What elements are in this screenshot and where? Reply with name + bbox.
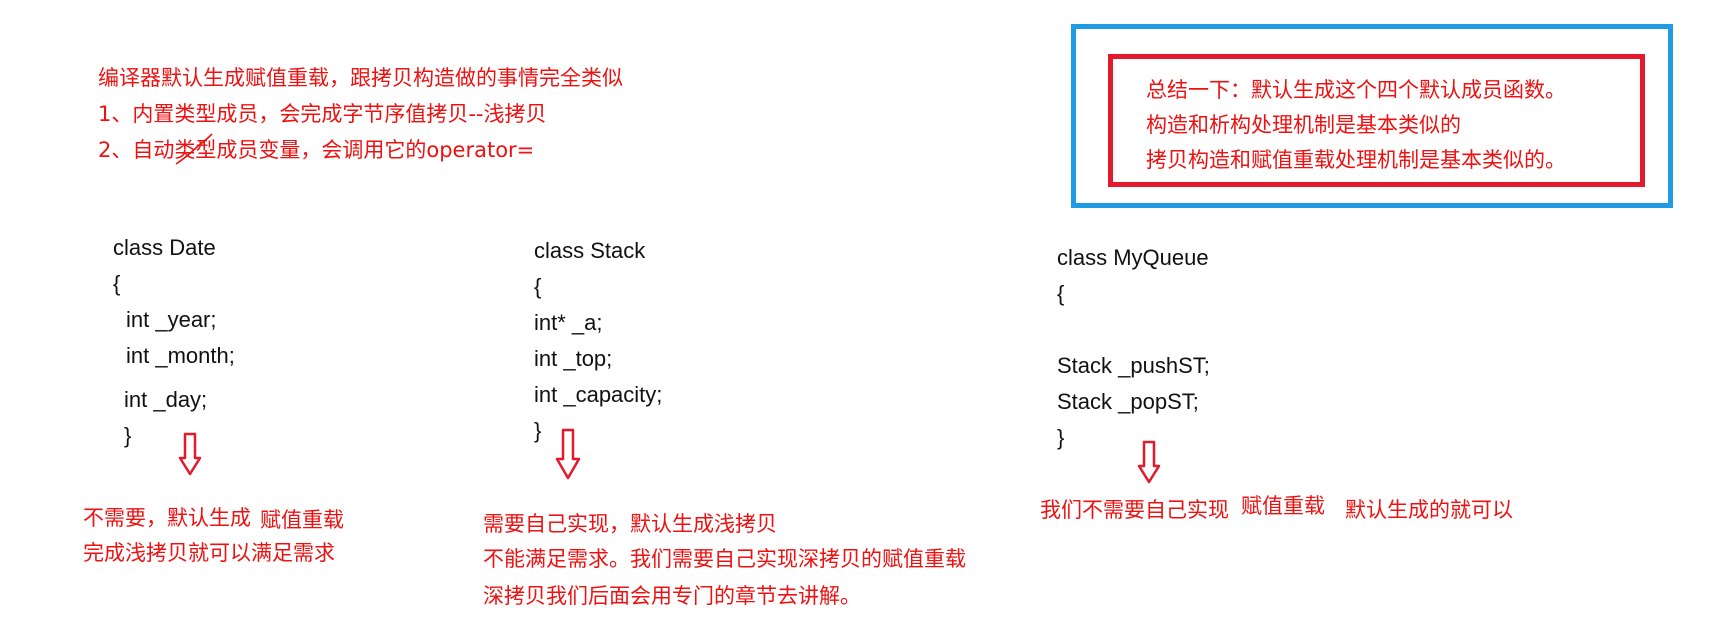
stack-member-top: int _top; [534, 346, 613, 371]
down-arrow-icon [555, 428, 581, 480]
stack-class-header: class Stack [534, 238, 646, 263]
stack-note-line-1: 需要自己实现，默认生成浅拷贝 [483, 512, 777, 536]
down-arrow-icon [178, 432, 202, 476]
stack-note-line-3: 深拷贝我们后面会用专门的章节去讲解。 [483, 584, 861, 608]
stack-member-capacity: int _capacity; [534, 382, 663, 407]
date-member-month: int _month; [126, 343, 235, 368]
queue-member-popst: Stack _popST; [1057, 389, 1199, 414]
date-note-part-1: 不需要，默认生成 [83, 506, 251, 530]
intro-line-3: 2、自动类型成员变量，会调用它的operator= [98, 138, 535, 162]
summary-inner-frame [1108, 54, 1645, 187]
queue-class-close-brace: } [1057, 425, 1065, 450]
stack-note-line-2: 不能满足需求。我们需要自己实现深拷贝的赋值重载 [483, 547, 966, 571]
date-class-open-brace: { [113, 271, 121, 296]
queue-class-header: class MyQueue [1057, 245, 1209, 270]
date-note-part-2: 赋值重载 [260, 508, 344, 532]
stack-class-close-brace: } [534, 418, 542, 443]
queue-note-part-1: 我们不需要自己实现 [1040, 498, 1229, 522]
stack-class-open-brace: { [534, 274, 542, 299]
summary-line-1: 总结一下：默认生成这个四个默认成员函数。 [1146, 78, 1566, 102]
date-class-header: class Date [113, 235, 216, 260]
date-class-close-brace: } [124, 423, 132, 448]
queue-note-part-3: 默认生成的就可以 [1345, 498, 1513, 522]
intro-line-1: 编译器默认生成赋值重载，跟拷贝构造做的事情完全类似 [98, 66, 623, 90]
down-arrow-icon [1137, 440, 1161, 484]
intro-line-2: 1、内置类型成员，会完成字节序值拷贝--浅拷贝 [98, 102, 547, 126]
summary-line-3: 拷贝构造和赋值重载处理机制是基本类似的。 [1146, 148, 1566, 172]
queue-note-part-2: 赋值重载 [1241, 494, 1325, 518]
queue-class-open-brace: { [1057, 281, 1065, 306]
date-member-day: int _day; [124, 387, 208, 412]
strike-scribble-icon [175, 133, 213, 165]
date-note-line-2: 完成浅拷贝就可以满足需求 [83, 541, 335, 565]
summary-line-2: 构造和析构处理机制是基本类似的 [1146, 113, 1461, 137]
queue-member-pushst: Stack _pushST; [1057, 353, 1210, 378]
date-member-year: int _year; [126, 307, 217, 332]
summary-outer-frame [1071, 24, 1673, 208]
stack-member-a: int* _a; [534, 310, 603, 335]
